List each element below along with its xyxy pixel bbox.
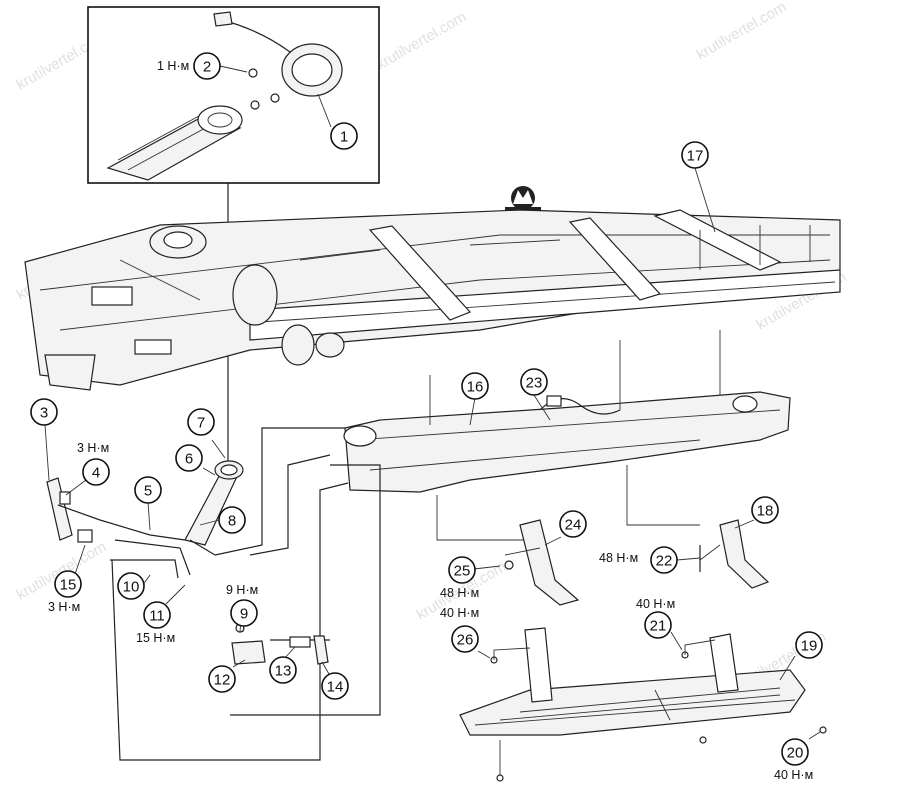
callout-10: 10 xyxy=(117,572,145,600)
callout-number: 20 xyxy=(787,745,804,762)
callout-16: 16 xyxy=(461,372,489,400)
watermark: krutilvertel.com xyxy=(694,0,790,63)
skid-plate xyxy=(459,627,827,782)
callout-21: 21 xyxy=(644,611,672,639)
callout-number: 11 xyxy=(149,608,165,625)
fuel-lines xyxy=(111,427,700,761)
torque-label-2: 1 Н·м xyxy=(157,59,189,73)
callout-number: 14 xyxy=(327,679,344,696)
callout-number: 7 xyxy=(197,415,205,432)
torque-label-20: 40 Н·м xyxy=(774,768,813,782)
torque-label-4: 3 Н·м xyxy=(77,441,109,455)
callout-25: 25 xyxy=(448,556,476,584)
callout-18: 18 xyxy=(751,496,779,524)
torque-label-26: 40 Н·м xyxy=(440,606,479,620)
torque-label-22: 48 Н·м xyxy=(599,551,638,565)
callout-number: 21 xyxy=(650,618,667,635)
filler-neck-assembly xyxy=(46,460,244,579)
callout-11: 11 xyxy=(143,601,171,629)
callout-20: 20 xyxy=(781,738,809,766)
torque-labels: 1 Н·м 3 Н·м 3 Н·м 15 Н·м 9 Н·м 48 Н·м 48… xyxy=(48,59,813,782)
callout-number: 17 xyxy=(687,148,704,165)
callout-9: 9 xyxy=(230,599,258,627)
callout-number: 13 xyxy=(275,663,292,680)
callout-6: 6 xyxy=(175,444,203,472)
torque-label-15: 3 Н·м xyxy=(48,600,80,614)
callout-number: 23 xyxy=(526,375,543,392)
leader-lines xyxy=(44,167,821,740)
callout-number: 12 xyxy=(214,672,231,689)
vehicle-frame xyxy=(24,209,841,391)
callout-3: 3 xyxy=(30,398,58,426)
callout-number: 15 xyxy=(60,577,77,594)
callout-5: 5 xyxy=(134,476,162,504)
callout-2: 2 xyxy=(193,52,221,80)
callout-26: 26 xyxy=(451,625,479,653)
torque-label-21: 40 Н·м xyxy=(636,597,675,611)
callout-number: 6 xyxy=(185,451,193,468)
callout-number: 16 xyxy=(467,379,484,396)
callout-number: 8 xyxy=(228,513,236,530)
callout-14: 14 xyxy=(321,672,349,700)
evap-components xyxy=(231,619,329,665)
callout-22: 22 xyxy=(650,546,678,574)
fuel-tank xyxy=(343,391,791,493)
callout-number: 22 xyxy=(656,553,673,570)
callout-number: 24 xyxy=(565,517,582,534)
callout-number: 9 xyxy=(240,606,248,623)
callout-4: 4 xyxy=(82,458,110,486)
callout-8: 8 xyxy=(218,506,246,534)
callout-23: 23 xyxy=(520,368,548,396)
callout-number: 26 xyxy=(457,632,474,649)
callout-17: 17 xyxy=(681,141,709,169)
torque-label-11: 15 Н·м xyxy=(136,631,175,645)
callout-number: 1 xyxy=(340,129,348,146)
callout-1: 1 xyxy=(330,122,358,150)
callout-number: 3 xyxy=(40,405,48,422)
callout-number: 25 xyxy=(454,563,471,580)
torque-label-9: 9 Н·м xyxy=(226,583,258,597)
callout-24: 24 xyxy=(559,510,587,538)
callout-13: 13 xyxy=(269,656,297,684)
callout-number: 4 xyxy=(92,465,100,482)
torque-label-25: 48 Н·м xyxy=(440,586,479,600)
tank-straps xyxy=(504,519,770,606)
filler-cap-detail-inset xyxy=(87,6,380,184)
callout-number: 2 xyxy=(203,59,211,76)
callout-number: 19 xyxy=(801,638,818,655)
callout-7: 7 xyxy=(187,408,215,436)
callout-12: 12 xyxy=(208,665,236,693)
callout-number: 10 xyxy=(123,579,140,596)
watermark: krutilvertel.com xyxy=(374,8,470,73)
callout-number: 5 xyxy=(144,483,152,500)
callout-15: 15 xyxy=(54,570,82,598)
callout-19: 19 xyxy=(795,631,823,659)
callout-number: 18 xyxy=(757,503,774,520)
